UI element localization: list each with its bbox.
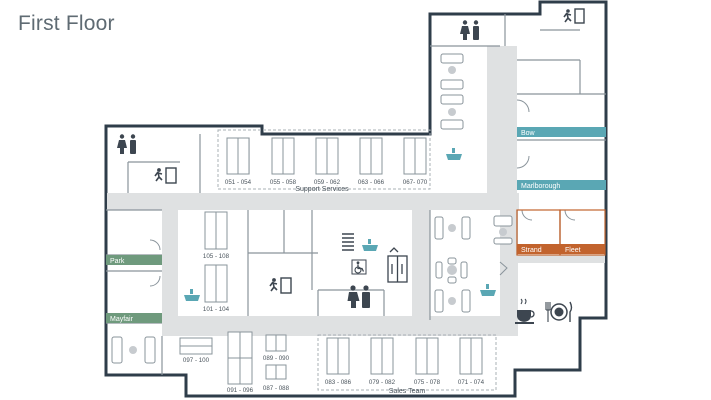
desk-label-089: 089 - 090 [263,355,290,362]
floor-title: First Floor [18,12,115,35]
toilets-icon [347,285,370,308]
room-bow [517,127,606,137]
room-fleet [560,244,605,254]
room-fleet-outline [559,209,606,256]
fire-exit-icon [154,167,177,184]
zone-label-support-services: Support Services [295,186,349,193]
corridors [107,46,605,336]
meeting-rooms [106,127,606,323]
desk-label-087: 087 - 088 [263,385,290,392]
room-labels: Bow Marlborough Strand Fleet Park Mayfai… [110,130,581,323]
desk-label-101: 101 - 104 [203,306,230,313]
room-strand [517,244,560,254]
desk-label-105: 105 - 108 [203,253,230,260]
desk-label-051: 051 - 054 [225,179,252,186]
desk-label-097: 097 - 100 [183,357,210,364]
room-mayfair [106,313,162,323]
desk-label-059: 059 - 062 [314,179,341,186]
desk-label-075: 075 - 078 [414,379,441,386]
room-label-strand: Strand [521,247,542,254]
desk-label-055: 055 - 058 [270,179,297,186]
toilets-icon [460,20,479,40]
wheelchair-icon [351,259,367,275]
room-label-mayfair: Mayfair [110,316,134,323]
furniture [111,53,513,364]
room-label-bow: Bow [521,130,536,137]
room-label-fleet: Fleet [565,247,581,254]
desk-label-083: 083 - 086 [325,379,352,386]
desk-label-091: 091 - 096 [227,387,254,394]
fire-exit-icon [563,8,585,24]
dining-icon [545,301,573,322]
room-park [106,255,162,265]
desk-label-079: 079 - 082 [369,379,396,386]
desk-label-063: 063 - 066 [358,179,385,186]
desk-labels: 051 - 054 055 - 058 059 - 062 063 - 066 … [183,179,485,394]
water-cooler-icon [184,148,496,301]
desk-label-067: 067- 070 [403,179,428,186]
fire-exit-icon [269,277,292,294]
door-swings [149,99,576,287]
room-marlborough [517,180,606,190]
zone-labels: Support Services Sales Team [295,186,425,395]
lift-icon [387,247,408,283]
desk-label-071: 071 - 074 [458,379,485,386]
zone-label-sales-team: Sales Team [389,388,426,395]
room-label-marlborough: Marlborough [521,183,560,190]
desk-clusters [179,137,483,385]
stairs-icon [342,233,354,251]
coffee-icon [515,298,535,324]
toilets-icon [117,134,136,154]
room-label-park: Park [110,258,125,265]
zone-boundaries [217,129,497,391]
